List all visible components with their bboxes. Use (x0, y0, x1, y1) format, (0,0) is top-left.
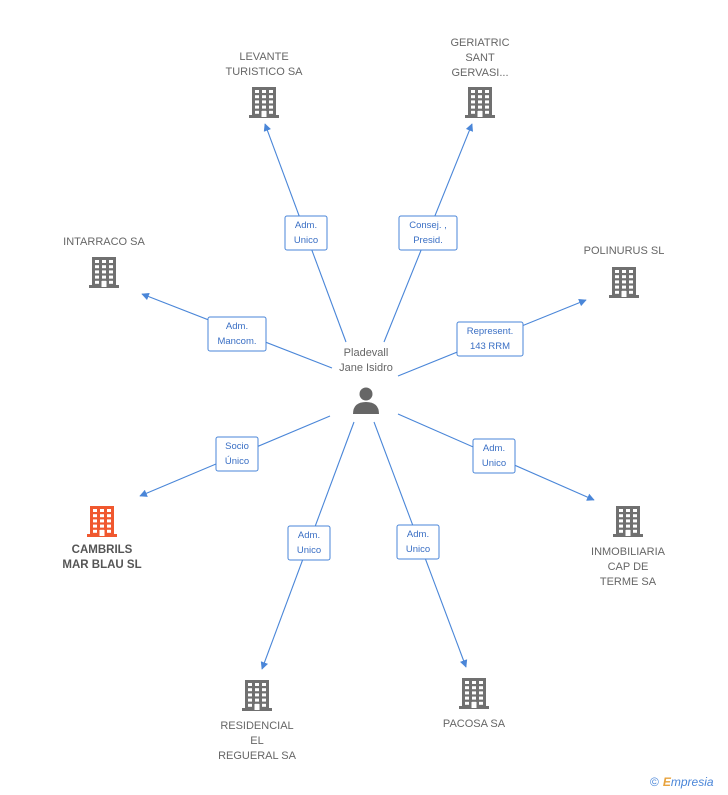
company-node-geriatric[interactable]: GERIATRIC SANT GERVASI... (450, 37, 510, 118)
edge-label-line: Adm. (483, 443, 505, 454)
company-node-residencial[interactable]: RESIDENCIAL EL REGUERAL SA (218, 680, 297, 762)
edge-label-box (456, 321, 524, 357)
company-name-line: SANT (465, 52, 495, 64)
company-name-line: LEVANTE (239, 51, 288, 63)
company-name-line: REGUERAL SA (218, 750, 297, 762)
company-node-inmobiliaria[interactable]: INMOBILIARIA CAP DE TERME SA (591, 506, 666, 588)
edge-label-line: Unico (406, 544, 430, 555)
edge-label-pacosa[interactable]: Adm. Unico (396, 524, 440, 560)
edge-label-line: Adm. (407, 529, 429, 540)
edge-label-intarraco[interactable]: Adm. Mancom. (207, 316, 267, 352)
person-name-line: Jane Isidro (339, 362, 393, 374)
company-name-line: TURISTICO SA (225, 66, 303, 78)
edge-labels-layer: Adm. Unico Consej. , Presid. Adm. Mancom. Repr… (207, 215, 524, 561)
person-name-line: Pladevall (344, 347, 389, 359)
company-name-line: CAMBRILS (72, 544, 133, 556)
edge-label-inmobiliaria[interactable]: Adm. Unico (472, 438, 516, 474)
building-icon (465, 87, 495, 118)
edge-label-line: Adm. (226, 321, 248, 332)
edge-label-geriatric[interactable]: Consej. , Presid. (398, 215, 458, 251)
edge-label-box (398, 215, 458, 251)
edge-label-box (396, 524, 440, 560)
edge-label-levante[interactable]: Adm. Unico (284, 215, 328, 251)
building-icon (87, 506, 117, 537)
edge-label-polinurus[interactable]: Represent. 143 RRM (456, 321, 524, 357)
edge-label-residencial[interactable]: Adm. Unico (287, 525, 331, 561)
company-node-levante[interactable]: LEVANTE TURISTICO SA (225, 51, 303, 118)
edge-label-line: Adm. (298, 530, 320, 541)
edge-label-line: Mancom. (217, 336, 256, 347)
building-icon (459, 678, 489, 709)
edge-label-line: Unico (294, 235, 318, 246)
edge-label-line: Socio (225, 441, 249, 452)
company-name-line: RESIDENCIAL (220, 720, 293, 732)
building-icon (613, 506, 643, 537)
company-name-line: GERIATRIC (450, 37, 509, 49)
building-icon (609, 267, 639, 298)
edge-label-line: Unico (482, 458, 506, 469)
edge-label-line: Represent. (467, 326, 513, 337)
company-name-line: POLINURUS SL (584, 245, 665, 257)
edge-label-line: Consej. , (409, 220, 447, 231)
edge-label-line: Unico (297, 545, 321, 556)
edge-label-line: Adm. (295, 220, 317, 231)
building-icon (89, 257, 119, 288)
nodes-layer: LEVANTE TURISTICO SA GERIATRIC SANT GERVASI.… (62, 37, 665, 762)
company-name-line: GERVASI... (451, 67, 508, 79)
edge-label-line: Presid. (413, 235, 443, 246)
edge-label-line: Único (225, 456, 249, 467)
copyright-symbol: © (650, 775, 659, 789)
empresia-logo-text: mpresia (670, 775, 714, 789)
edge-label-line: 143 RRM (470, 341, 510, 352)
person-icon (353, 387, 379, 414)
edge-label-box (207, 316, 267, 352)
building-icon (242, 680, 272, 711)
company-name-line: TERME SA (600, 576, 657, 588)
empresia-logo-e: E (662, 775, 671, 789)
company-node-cambrils[interactable]: CAMBRILS MAR BLAU SL (62, 506, 142, 571)
company-name-line: EL (250, 735, 263, 747)
company-node-intarraco[interactable]: INTARRACO SA (63, 236, 146, 288)
company-name-line: MAR BLAU SL (62, 559, 141, 571)
company-name-line: INMOBILIARIA (591, 546, 666, 558)
company-name-line: INTARRACO SA (63, 236, 145, 248)
empresia-brand[interactable]: ©Empresia (650, 775, 714, 789)
edge-label-box (287, 525, 331, 561)
company-name-line: PACOSA SA (443, 718, 506, 730)
edge-label-box (215, 436, 259, 472)
edge-label-box (284, 215, 328, 251)
building-icon (249, 87, 279, 118)
company-node-pacosa[interactable]: PACOSA SA (443, 678, 506, 730)
company-node-polinurus[interactable]: POLINURUS SL (584, 245, 665, 298)
edge-label-box (472, 438, 516, 474)
company-name-line: CAP DE (608, 561, 649, 573)
